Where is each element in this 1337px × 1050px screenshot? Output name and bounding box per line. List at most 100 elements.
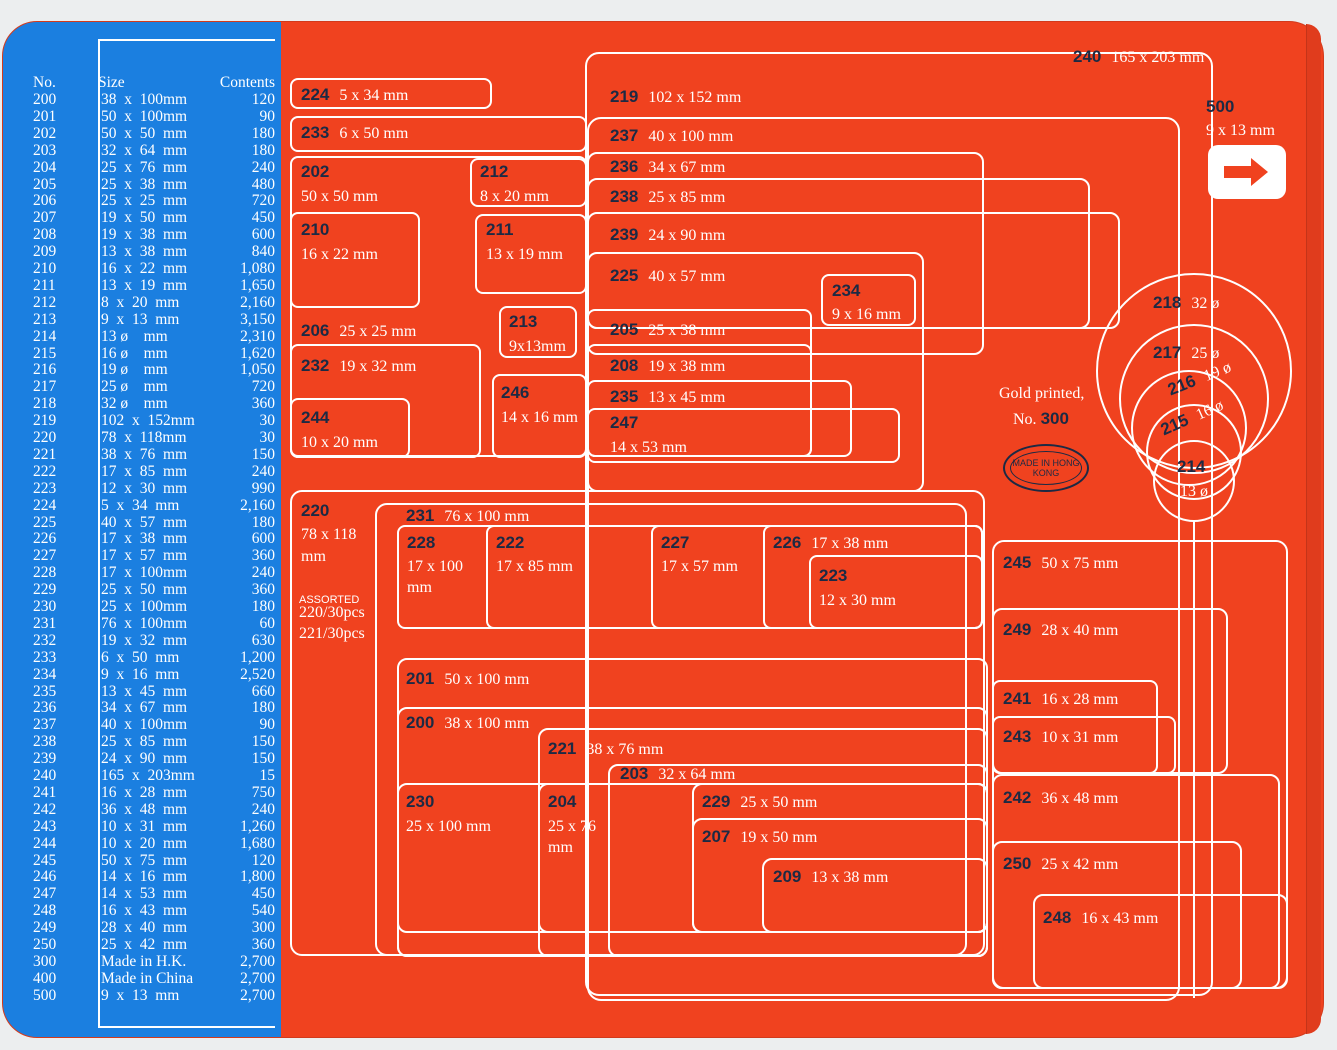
row-number: 245	[33, 851, 57, 869]
label-220-size: 78 x 118	[301, 526, 357, 543]
row-size: 17 x 100mm	[101, 564, 188, 582]
outline-213	[499, 306, 577, 358]
row-number: 200	[33, 91, 57, 108]
row-size: 10 x 20 mm	[101, 834, 188, 852]
row-number: 227	[33, 547, 57, 565]
label-212-size: 8 x 20 mm	[480, 188, 549, 205]
row-number: 206	[33, 192, 57, 210]
header-size: Size	[98, 74, 125, 91]
row-contents: 3,150	[240, 310, 275, 328]
outline-237	[587, 117, 1180, 1001]
row-size: 25 x 38 mm	[101, 175, 188, 193]
row-number: 250	[33, 936, 57, 953]
row-number: 226	[33, 530, 57, 548]
assorted-label: ASSORTED	[299, 594, 360, 606]
label-244-number: 244	[301, 408, 330, 427]
row-number: 230	[33, 598, 57, 615]
next-arrow-button[interactable]	[1208, 145, 1286, 199]
label-211-size: 13 x 19 mm	[486, 246, 563, 263]
row-contents: 15	[259, 767, 276, 784]
row-size: 38 x 76 mm	[101, 445, 188, 463]
row-contents: 240	[251, 564, 275, 582]
row-contents: 120	[251, 91, 275, 108]
row-number: 216	[33, 361, 57, 379]
row-size: 28 x 40 mm	[101, 919, 188, 937]
row-size: 13 x 38 mm	[101, 243, 188, 261]
row-number: 208	[33, 226, 57, 244]
label-214-number: 214	[1177, 457, 1206, 476]
card-edge	[1306, 24, 1321, 1034]
row-contents: 240	[251, 462, 275, 480]
row-contents: 450	[251, 209, 275, 227]
row-number: 244	[33, 834, 57, 852]
label-246-size: 14 x 16 mm	[501, 409, 578, 426]
label-246-number: 246	[501, 383, 530, 402]
row-contents: 600	[251, 530, 275, 548]
row-number: 247	[33, 885, 57, 903]
row-number: 234	[33, 665, 57, 683]
row-number: 233	[33, 648, 57, 666]
label-234-size: 9 x 16 mm	[832, 306, 901, 323]
row-number: 225	[33, 513, 57, 531]
row-number: 238	[33, 733, 57, 751]
row-contents: 300	[251, 919, 275, 937]
row-contents: 2,160	[240, 496, 275, 514]
gold-printed-text: Gold printed,	[999, 385, 1085, 402]
row-contents: 360	[251, 936, 275, 953]
row-contents: 600	[251, 226, 275, 244]
row-size: 13 x 19 mm	[101, 276, 188, 294]
row-size: 13 x 45 mm	[101, 682, 188, 700]
header-contents: Contents	[219, 74, 275, 91]
row-contents: 2,160	[240, 293, 275, 311]
row-size: 17 x 57 mm	[101, 547, 188, 565]
label-202-number: 202	[301, 162, 330, 181]
label-211-number: 211	[486, 220, 514, 239]
row-size: 25 x 85 mm	[101, 733, 188, 751]
label-202-size: 50 x 50 mm	[301, 188, 378, 205]
row-contents: 1,050	[240, 361, 275, 379]
row-contents: 30	[259, 429, 276, 446]
row-size: 14 x 53 mm	[101, 885, 188, 903]
row-contents: 990	[251, 479, 275, 497]
label-210-number: 210	[301, 220, 330, 239]
row-contents: 1,800	[240, 868, 275, 886]
row-number: 249	[33, 919, 57, 937]
row-size: 17 x 38 mm	[101, 530, 188, 548]
row-size: 25 x 50 mm	[101, 581, 188, 599]
row-contents: 240	[251, 800, 275, 818]
row-number: 500	[33, 986, 57, 1004]
row-contents: 180	[251, 124, 275, 142]
label-204-unit: mm	[548, 839, 573, 856]
outline-233	[290, 116, 587, 152]
label-234-number: 234	[832, 281, 861, 300]
row-size: 17 x 85 mm	[101, 462, 188, 480]
row-size: 36 x 48 mm	[101, 800, 188, 818]
row-number: 240	[33, 767, 57, 784]
row-number: 201	[33, 107, 57, 125]
row-size: 40 x 100mm	[101, 716, 188, 734]
row-number: 202	[33, 124, 57, 142]
